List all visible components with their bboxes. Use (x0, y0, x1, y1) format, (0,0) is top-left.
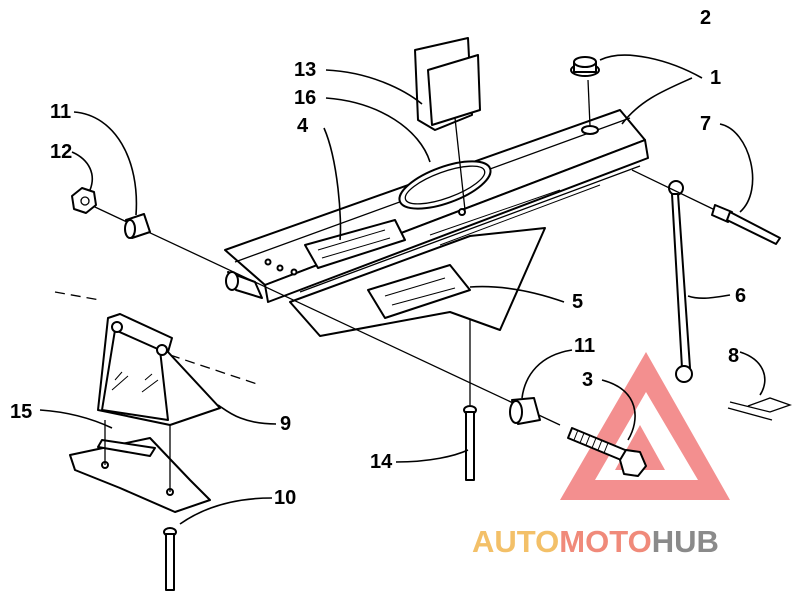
callout-10: 10 (274, 487, 296, 509)
decal-5-text-lines (384, 277, 456, 306)
leader-5 (469, 285, 565, 303)
lock-nut-hole (80, 196, 90, 206)
plate-rivet-hole (458, 208, 466, 216)
leader-10 (179, 497, 273, 525)
plate-small-hole (264, 258, 272, 266)
oval-logo-inner (404, 165, 486, 205)
shaft-axis-line (79, 199, 561, 426)
callout-12: 12 (50, 141, 72, 163)
sleeve (225, 271, 263, 299)
hair-pin-8 (727, 397, 792, 421)
leader-1 (621, 77, 693, 125)
bushing-11-right (509, 397, 541, 425)
plate-small-hole (276, 264, 284, 272)
bracket-hatching (111, 371, 159, 393)
hair-pin-loop (729, 397, 792, 413)
decal-5 (367, 264, 471, 319)
callout-14: 14 (370, 451, 393, 473)
pin-7-axis (631, 169, 716, 211)
callout-15: 15 (10, 401, 32, 423)
bolt-threads (573, 429, 609, 454)
bolt-3 (567, 427, 647, 477)
plate-mounting-hole (581, 125, 599, 135)
watermark-auto: AUTO (472, 524, 559, 559)
leader-13 (325, 69, 423, 105)
watermark-moto: MOTO (559, 524, 651, 559)
watermark-text: AUTOMOTOHUB (472, 524, 719, 559)
callout-13: 13 (294, 59, 316, 81)
pad-15 (69, 420, 211, 513)
decal-4 (304, 219, 406, 269)
leader-11-right (521, 349, 573, 399)
bushing-face (124, 219, 136, 239)
leader-11-left (73, 111, 138, 216)
rivet-14 (463, 320, 477, 481)
leader-14 (395, 449, 469, 463)
callout-8: 8 (728, 345, 739, 367)
plate-assembly (224, 109, 649, 337)
rivet-shank (165, 533, 175, 591)
oval-logo-decal (398, 160, 492, 210)
clip-13 (414, 37, 481, 211)
bushing-face (509, 400, 523, 424)
spring-clip-front (427, 54, 481, 126)
callout-7: 7 (700, 113, 711, 135)
centerline-dash (54, 291, 101, 301)
grommet-top (573, 56, 597, 68)
pin-7 (631, 169, 781, 245)
strap-body (671, 193, 691, 369)
logo-decal-16 (398, 160, 492, 210)
plate-small-hole (290, 268, 298, 276)
callout-2: 2 (700, 7, 711, 29)
decal-4-text-lines (317, 229, 391, 259)
nut-12 (71, 187, 97, 214)
callout-11-left: 11 (50, 101, 71, 123)
callout-6: 6 (735, 285, 746, 307)
strap-bottom-eye (675, 365, 693, 383)
rivet-10 (163, 527, 177, 591)
leader-4 (323, 127, 342, 241)
bracket-side-hole (156, 344, 168, 356)
leader-16 (325, 97, 431, 163)
leader-2 (599, 54, 703, 79)
bracket-9 (97, 313, 221, 426)
grommet-2 (570, 56, 600, 127)
shim-strip (97, 439, 156, 457)
plate-front-edge (264, 139, 649, 303)
plate-hatch-line (429, 189, 561, 236)
strap-6 (668, 180, 693, 383)
rivet-shank (465, 411, 475, 481)
hair-pin-leg (727, 407, 773, 421)
pin-7-shaft (726, 211, 781, 245)
callout-11-right: 11 (574, 335, 595, 357)
grommet-leader (587, 79, 591, 127)
leader-9 (217, 404, 277, 425)
plate-hatch-line (439, 184, 601, 246)
watermark-hub: HUB (652, 524, 719, 559)
callout-4: 4 (297, 115, 309, 137)
leader-6 (687, 294, 731, 300)
leader-8 (739, 351, 766, 396)
leader-15 (39, 409, 113, 429)
callout-16: 16 (294, 87, 316, 109)
sleeve-face (225, 271, 239, 291)
bushing-11-left (124, 213, 151, 239)
watermark-triangle-icon (560, 352, 730, 500)
leader-3 (601, 379, 636, 441)
plate-groove-line (299, 165, 641, 293)
callout-3: 3 (582, 369, 593, 391)
bolt-hex-head (619, 449, 647, 477)
callout-1: 1 (710, 67, 721, 89)
callout-5: 5 (572, 291, 583, 313)
leader-7 (719, 123, 754, 213)
bracket-top-hole (111, 321, 123, 333)
lock-nut (71, 187, 97, 214)
leader-12 (71, 151, 94, 191)
callout-9: 9 (280, 413, 291, 435)
clip-leader-pin (454, 117, 466, 211)
